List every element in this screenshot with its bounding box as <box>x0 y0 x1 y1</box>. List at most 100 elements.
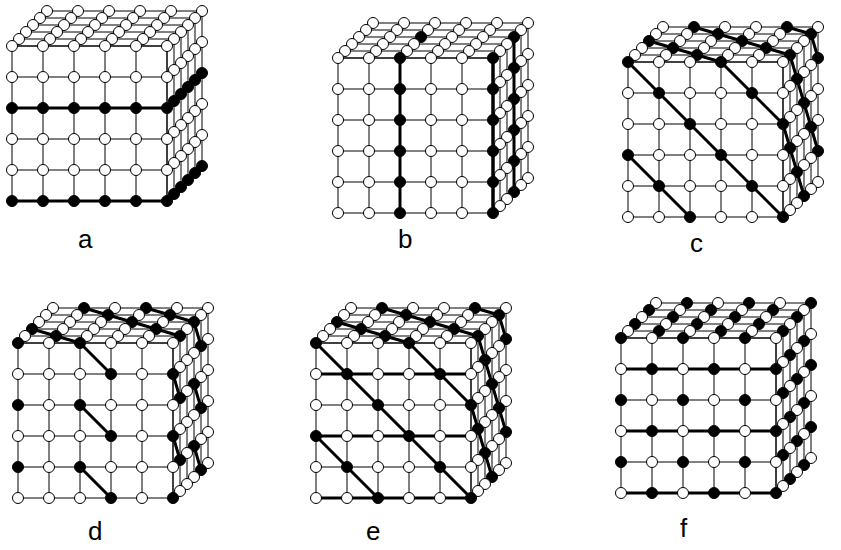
lattice-cube <box>13 303 214 504</box>
highlighted-bond <box>378 405 409 436</box>
lattice-site <box>778 88 789 99</box>
highlighted-bond <box>752 93 783 124</box>
lattice-site <box>716 119 727 130</box>
lattice-site <box>44 338 55 349</box>
lattice-site <box>685 181 696 192</box>
lattice-site <box>709 333 720 344</box>
lattice-site <box>654 212 665 223</box>
lattice-site <box>69 72 80 83</box>
lattice-site <box>623 57 634 68</box>
lattice-site <box>106 431 117 442</box>
lattice-site <box>747 88 758 99</box>
lattice-site <box>38 196 49 207</box>
lattice-site <box>623 119 634 130</box>
lattice-site <box>685 119 696 130</box>
lattice-site <box>311 338 322 349</box>
lattice-site <box>75 338 86 349</box>
lattice-site <box>13 369 24 380</box>
lattice-site <box>69 103 80 114</box>
lattice-site <box>311 493 322 504</box>
lattice-site <box>457 177 468 188</box>
lattice-site <box>395 208 406 219</box>
highlighted-bond <box>721 62 752 93</box>
lattice-site <box>709 488 720 499</box>
panel-letter: f <box>680 515 687 541</box>
lattice-site <box>740 426 751 437</box>
lattice-site <box>678 395 689 406</box>
lattice-site <box>678 364 689 375</box>
lattice-site <box>13 431 24 442</box>
highlighted-bond <box>347 374 378 405</box>
lattice-site <box>364 84 375 95</box>
lattice-site <box>69 165 80 176</box>
lattice-site <box>654 150 665 161</box>
lattice-site <box>647 395 658 406</box>
lattice-site <box>364 115 375 126</box>
lattice-site <box>364 177 375 188</box>
lattice-site <box>373 431 384 442</box>
lattice-site <box>771 395 782 406</box>
lattice-site <box>709 457 720 468</box>
lattice-site <box>466 338 477 349</box>
lattice-site <box>488 84 499 95</box>
lattice-site <box>623 88 634 99</box>
lattice-site <box>162 41 173 52</box>
lattice-site <box>395 146 406 157</box>
lattice-site <box>435 338 446 349</box>
highlighted-bond <box>659 186 690 217</box>
lattice-site <box>44 462 55 473</box>
lattice-site <box>168 369 179 380</box>
panel-letter: d <box>88 518 102 544</box>
lattice-cube <box>7 6 208 207</box>
lattice-site <box>685 212 696 223</box>
lattice-site <box>654 57 665 68</box>
lattice-site <box>747 150 758 161</box>
lattice-site <box>333 84 344 95</box>
lattice-site <box>168 462 179 473</box>
lattice-site <box>162 103 173 114</box>
lattice-site <box>685 88 696 99</box>
lattice-site <box>709 364 720 375</box>
lattice-site <box>716 88 727 99</box>
lattice-site <box>373 462 384 473</box>
lattice-site <box>457 115 468 126</box>
lattice-site <box>435 493 446 504</box>
lattice-site <box>616 395 627 406</box>
lattice-site <box>747 181 758 192</box>
lattice-site <box>771 364 782 375</box>
lattice-site <box>106 369 117 380</box>
lattice-site <box>740 457 751 468</box>
lattice-site <box>395 115 406 126</box>
lattice-site <box>654 181 665 192</box>
lattice-site <box>162 165 173 176</box>
lattice-site <box>435 369 446 380</box>
lattice-site <box>747 212 758 223</box>
highlighted-bond <box>752 186 783 217</box>
lattice-site <box>7 196 18 207</box>
lattice-site <box>685 150 696 161</box>
lattice-site <box>426 177 437 188</box>
lattice-site <box>647 333 658 344</box>
highlighted-bond <box>440 467 471 498</box>
lattice-site <box>373 369 384 380</box>
lattice-site <box>716 57 727 68</box>
lattice-site <box>488 53 499 64</box>
lattice-site <box>100 165 111 176</box>
lattice-site <box>106 338 117 349</box>
lattice-site <box>38 165 49 176</box>
lattice-site <box>647 457 658 468</box>
lattice-site <box>426 84 437 95</box>
lattice-site <box>168 338 179 349</box>
lattice-site <box>457 208 468 219</box>
lattice-site <box>778 212 789 223</box>
lattice-site <box>38 41 49 52</box>
lattice-site <box>647 426 658 437</box>
lattice-site <box>131 134 142 145</box>
highlighted-bond <box>409 343 440 374</box>
lattice-site <box>616 364 627 375</box>
lattice-site <box>342 400 353 411</box>
lattice-site <box>488 208 499 219</box>
lattice-site <box>333 146 344 157</box>
lattice-site <box>342 369 353 380</box>
